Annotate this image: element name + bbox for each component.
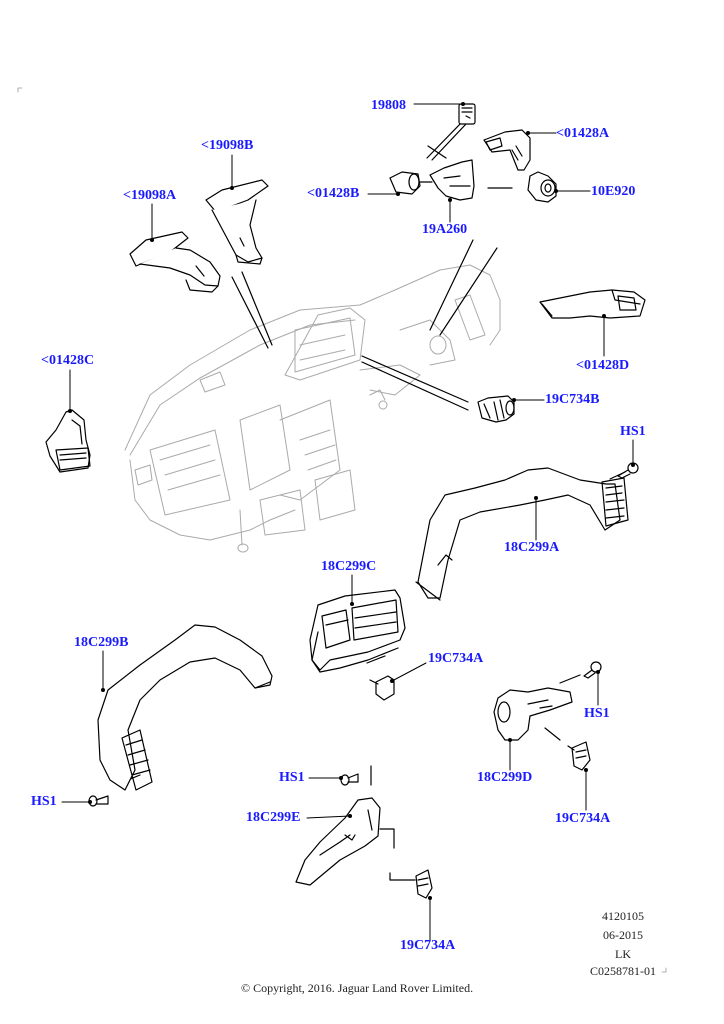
part-18C299B-duct — [98, 625, 272, 790]
part-19098A-vent — [130, 232, 220, 292]
callout-19808: 19808 — [371, 98, 406, 113]
callout-19C734A-a: 19C734A — [428, 651, 484, 666]
callout-18C299A: 18C299A — [504, 540, 560, 555]
initials: LK — [615, 947, 631, 961]
callout-19098A: <19098A — [123, 188, 177, 203]
part-HS1-screw-c — [584, 662, 601, 678]
part-19C734A-actuator-b — [568, 742, 590, 770]
part-19C734A-actuator-a — [370, 676, 394, 700]
part-18C299E-duct — [296, 798, 380, 885]
callout-HS1-a: HS1 — [620, 424, 646, 439]
callout-19A260: 19A260 — [422, 222, 468, 237]
callout-01428C: <01428C — [41, 353, 95, 368]
callout-19098B: <19098B — [201, 138, 254, 153]
part-19C734B-actuator — [478, 396, 514, 422]
callout-01428D: <01428D — [576, 358, 630, 373]
pointer-lines — [117, 120, 626, 881]
part-18C299A-duct — [416, 468, 628, 600]
part-19098B-vent — [206, 180, 268, 264]
leader-lines — [61, 103, 634, 941]
part-19808-sensor — [459, 104, 475, 124]
part-19C734A-actuator-c — [416, 870, 432, 898]
part-01428D-duct — [540, 290, 645, 318]
drawing-code: C0258781-01 — [590, 964, 656, 978]
callout-01428A: <01428A — [556, 126, 610, 141]
callout-HS1-c: HS1 — [584, 706, 610, 721]
part-01428C-duct — [46, 410, 90, 472]
callout-19C734A-c: 19C734A — [400, 938, 456, 953]
part-HS1-screw-b — [89, 796, 108, 806]
ref-number: 4120105 — [602, 909, 644, 923]
part-10E920-blower — [528, 172, 556, 202]
drawing-date: 06-2015 — [603, 928, 643, 942]
callout-18C299B: 18C299B — [74, 635, 129, 650]
part-19A260-housing — [428, 146, 474, 200]
callout-10E920: 10E920 — [591, 184, 636, 199]
part-01428A-duct — [484, 130, 530, 170]
callout-18C299E: 18C299E — [246, 810, 301, 825]
copyright-notice: © Copyright, 2016. Jaguar Land Rover Lim… — [241, 981, 474, 995]
callout-18C299C: 18C299C — [321, 559, 377, 574]
part-01428B-duct — [390, 172, 432, 194]
callout-HS1-b: HS1 — [31, 794, 57, 809]
part-18C299D-duct — [494, 688, 572, 740]
callout-HS1-d: HS1 — [279, 770, 305, 785]
callout-01428B: <01428B — [307, 186, 360, 201]
hvac-dashboard-assembly — [124, 264, 501, 553]
part-18C299C-vent-assembly — [310, 590, 405, 672]
callout-18C299D: 18C299D — [477, 770, 533, 785]
callout-19C734B: 19C734B — [545, 392, 600, 407]
corner-mark-bottom-right — [661, 967, 667, 973]
leader-dots — [68, 102, 635, 900]
corner-mark-top-left — [17, 87, 23, 93]
part-HS1-screw-d — [341, 774, 358, 785]
callout-19C734A-b: 19C734A — [555, 811, 611, 826]
part-HS1-screw-a — [618, 463, 638, 478]
